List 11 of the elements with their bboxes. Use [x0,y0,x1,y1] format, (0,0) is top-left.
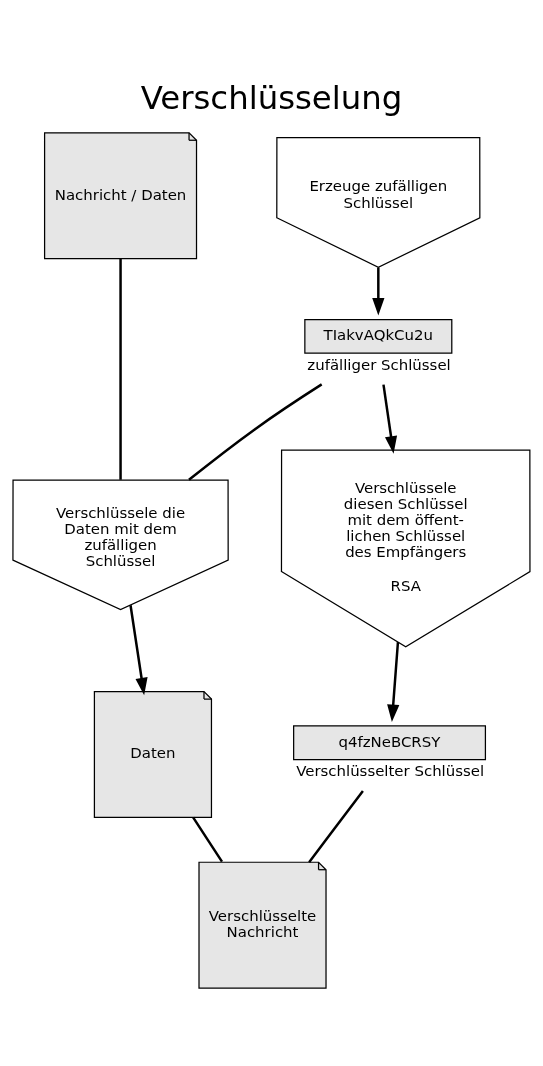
node-label: Verschlüsselter Schlüssel [296,762,485,781]
connector [308,790,364,863]
node-label: zufälliger Schlüssel [307,356,451,375]
arrow [372,267,385,316]
arrow [382,384,398,454]
arrow [387,642,400,723]
diagram-title: Verschlüsselung [140,78,403,117]
connector [188,383,323,481]
connector [119,258,122,480]
connector [192,816,223,863]
arrow [129,605,148,696]
